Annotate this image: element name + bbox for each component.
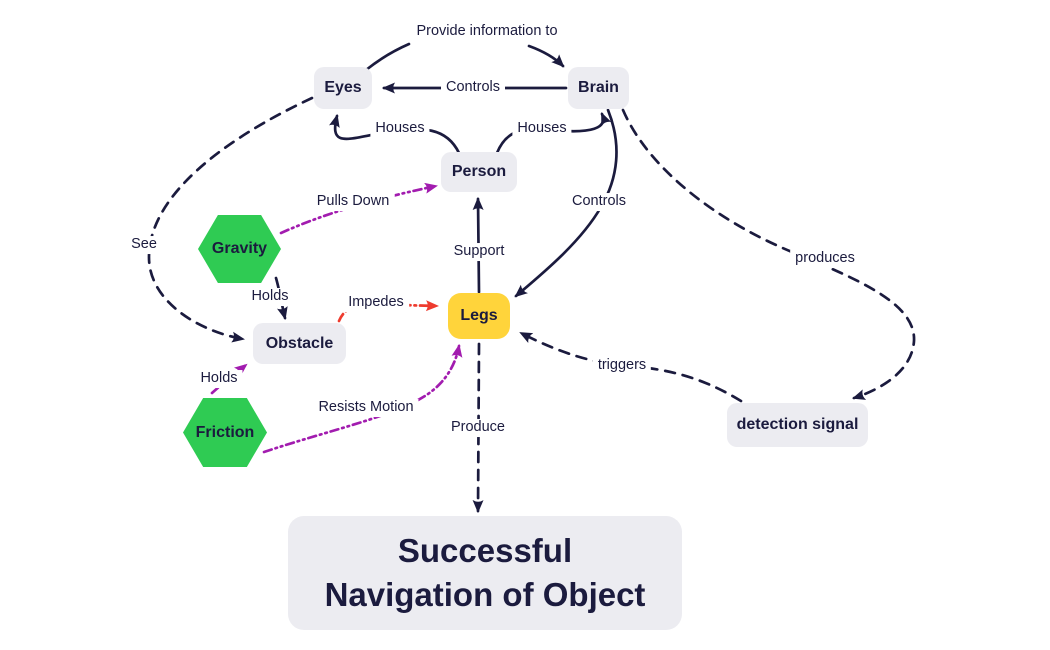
- edge-label-produce: Produce: [445, 419, 511, 437]
- edge-label-holds-friction: Holds: [195, 370, 243, 388]
- node-detection-signal[interactable]: detection signal: [727, 403, 868, 447]
- node-friction[interactable]: Friction: [183, 398, 267, 467]
- edge-label-produces: produces: [790, 250, 860, 268]
- edge-provide-information-left: [364, 42, 411, 72]
- node-obstacle[interactable]: Obstacle: [253, 323, 346, 364]
- edge-label-houses-left: Houses: [370, 120, 430, 138]
- edge-see-eyes-to-obstacle: [147, 96, 314, 343]
- goal-line-2: Navigation of Object: [324, 576, 646, 613]
- edge-produce-legs-to-goal: [472, 342, 484, 513]
- edge-produces-brain-to-detection-signal: [621, 108, 916, 400]
- node-legs[interactable]: Legs: [448, 293, 510, 339]
- node-goal-successful-navigation[interactable]: Successful Navigation of Object: [288, 516, 682, 630]
- edge-label-controls-right: Controls: [567, 193, 631, 211]
- edge-label-pulls-down: Pulls Down: [311, 193, 395, 211]
- node-brain[interactable]: Brain: [568, 67, 629, 109]
- edge-label-provide-information-to: Provide information to: [411, 23, 563, 41]
- edge-label-houses-right: Houses: [512, 120, 572, 138]
- edge-triggers-detection-signal-to-legs: [519, 331, 743, 403]
- edge-label-resists-motion: Resists Motion: [313, 399, 419, 417]
- edge-label-controls-top: Controls: [441, 79, 505, 97]
- edge-label-support: Support: [448, 243, 510, 261]
- edge-label-see: See: [126, 236, 162, 254]
- node-eyes[interactable]: Eyes: [314, 67, 372, 109]
- goal-line-1: Successful: [397, 532, 573, 570]
- node-person[interactable]: Person: [441, 152, 517, 192]
- edge-label-holds-gravity: Holds: [246, 288, 294, 306]
- edge-label-triggers: triggers: [592, 357, 652, 375]
- node-gravity[interactable]: Gravity: [198, 215, 281, 283]
- edge-provide-information-right: [527, 44, 565, 68]
- edge-label-impedes: Impedes: [343, 294, 409, 312]
